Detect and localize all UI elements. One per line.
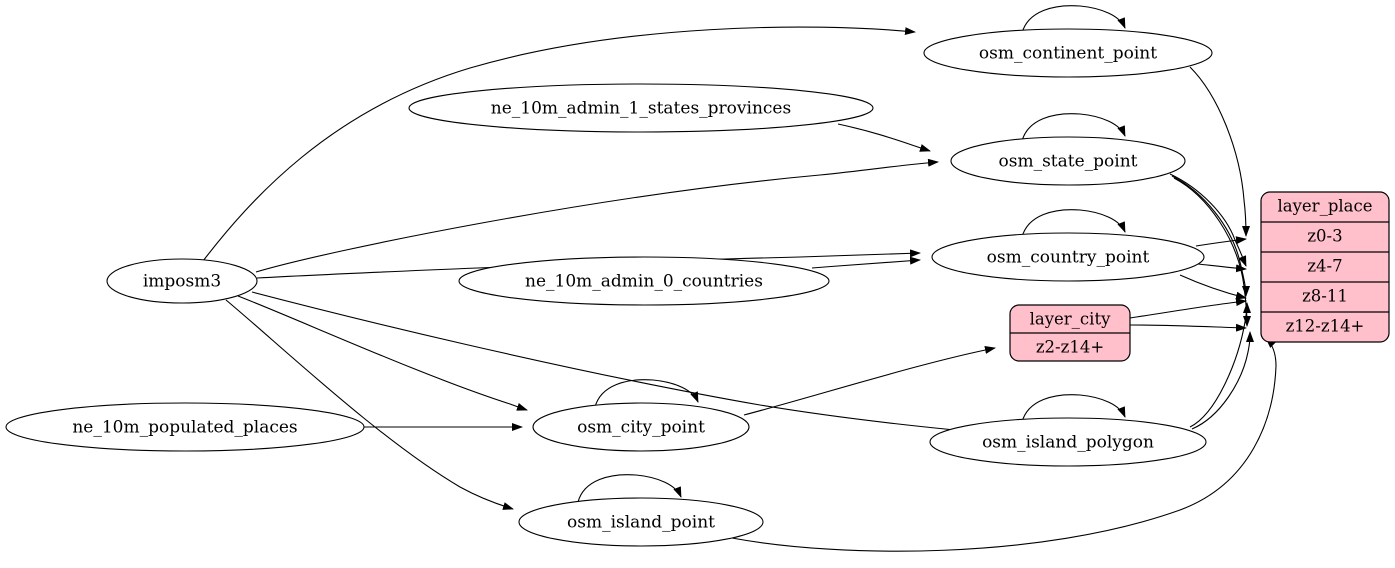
node-layer: imposm3 ne_10m_populated_places ne_10m_a… xyxy=(5,28,1213,547)
node-label: osm_continent_point xyxy=(979,44,1157,64)
node-ne_10m_admin_0_countries[interactable]: ne_10m_admin_0_countries xyxy=(458,256,830,306)
node-label: imposm3 xyxy=(143,272,221,292)
layer_place-row-z4-7[interactable]: z4-7 xyxy=(1307,257,1342,276)
selfloop-osm_island_polygon xyxy=(1021,394,1126,423)
edge-osm_island_point-layer_place-z12_z14 xyxy=(731,337,1277,552)
layer_place-row-z8-11[interactable]: z8-11 xyxy=(1302,287,1348,306)
selfloop-osm_continent_point xyxy=(1021,5,1126,34)
edge-ne_countries-osm_country_point xyxy=(811,256,921,269)
node-osm_island_point[interactable]: osm_island_point xyxy=(518,497,764,547)
node-label: osm_island_polygon xyxy=(982,433,1154,453)
edge-layer xyxy=(202,5,1277,552)
edge-osm_state_point-layer_place-z8_11 xyxy=(1171,175,1250,297)
selfloop-osm_state_point xyxy=(1021,113,1126,142)
layer_city-row-z2-z14[interactable]: z2-z14+ xyxy=(1036,338,1104,357)
node-osm_country_point[interactable]: osm_country_point xyxy=(931,232,1205,282)
selfloop-osm_country_point xyxy=(1021,209,1126,238)
edge-imposm3-osm_state_point xyxy=(255,158,939,273)
layer_city-header: layer_city xyxy=(1030,310,1111,329)
node-ne_10m_admin_1_states_provinces[interactable]: ne_10m_admin_1_states_provinces xyxy=(408,83,874,133)
node-imposm3[interactable]: imposm3 xyxy=(106,258,258,304)
node-label: osm_island_point xyxy=(567,513,715,533)
edge-osm_state_point-layer_place-z12_z14 xyxy=(1173,177,1251,327)
node-layer_place[interactable]: layer_place z0-3 z4-7 z8-11 z12-z14+ xyxy=(1260,191,1390,343)
node-layer_city[interactable]: layer_city z2-z14+ xyxy=(1009,304,1131,362)
selfloop-osm_island_point xyxy=(577,474,682,503)
edge-osm_continent_point-layer_place-z0_3 xyxy=(1189,66,1250,237)
node-label: ne_10m_populated_places xyxy=(72,418,297,438)
edge-osm_island_polygon-layer_place-z12_z14 xyxy=(1191,331,1254,430)
edge-imposm3-osm_continent_point xyxy=(202,26,916,262)
node-label: osm_state_point xyxy=(999,152,1138,172)
node-label: ne_10m_admin_1_states_provinces xyxy=(491,99,791,119)
node-osm_continent_point[interactable]: osm_continent_point xyxy=(923,28,1213,78)
edge-osm_country_point-layer_place-z8_11 xyxy=(1179,274,1247,300)
layer_place-header: layer_place xyxy=(1277,197,1372,216)
node-label: osm_country_point xyxy=(987,248,1150,268)
node-label: osm_city_point xyxy=(577,418,705,438)
edge-layer_city-layer_place-z8_11 xyxy=(1129,298,1247,319)
layer_place-row-z0-3[interactable]: z0-3 xyxy=(1307,227,1342,246)
node-ne_10m_populated_places[interactable]: ne_10m_populated_places xyxy=(5,402,365,452)
edge-osm_country_point-layer_place-z4_7 xyxy=(1197,263,1247,273)
edge-layer_city-layer_place-z12_z14 xyxy=(1129,323,1247,332)
node-label: ne_10m_admin_0_countries xyxy=(525,272,763,292)
edge-osm_city_point-layer_city-z2_z14 xyxy=(743,346,996,416)
node-osm_island_polygon[interactable]: osm_island_polygon xyxy=(929,417,1207,467)
edge-osm_island_polygon-layer_place-z8_11 xyxy=(1189,302,1251,428)
edge-ne_states-osm_state_point xyxy=(837,123,931,152)
selfloop-osm_city_point xyxy=(594,379,699,408)
node-osm_state_point[interactable]: osm_state_point xyxy=(950,136,1186,186)
edge-osm_country_point-layer_place-z0_3 xyxy=(1195,236,1247,247)
layer_place-row-z12-z14[interactable]: z12-z14+ xyxy=(1286,317,1365,336)
edge-imposm3-osm_city_point xyxy=(237,295,528,411)
node-osm_city_point[interactable]: osm_city_point xyxy=(532,402,750,452)
edge-imposm3-osm_island_point xyxy=(225,299,514,510)
